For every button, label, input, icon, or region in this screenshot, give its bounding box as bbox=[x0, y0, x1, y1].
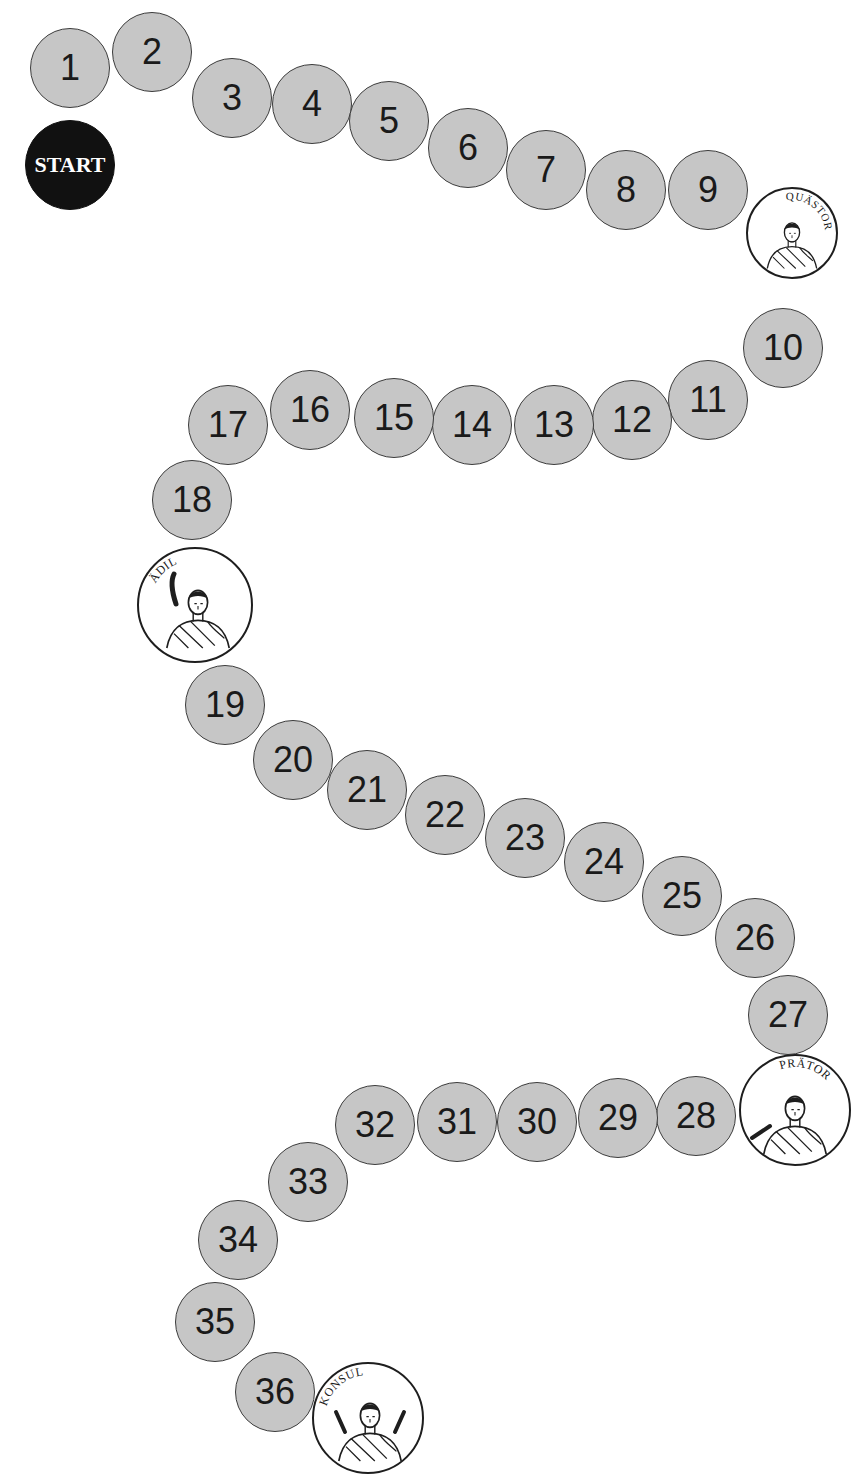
field-number: 18 bbox=[172, 482, 212, 518]
emblem-ground bbox=[739, 1054, 851, 1166]
field-number: 7 bbox=[536, 152, 556, 188]
field-number: 10 bbox=[763, 330, 803, 366]
board-field: 31 bbox=[417, 1082, 497, 1162]
field-number: 25 bbox=[662, 878, 702, 914]
board-field: 30 bbox=[497, 1082, 577, 1162]
board-field: 11 bbox=[668, 360, 748, 440]
field-number: 28 bbox=[676, 1098, 716, 1134]
board-field: 12 bbox=[592, 380, 672, 460]
office-title: ÄDIL bbox=[146, 554, 179, 586]
field-number: 24 bbox=[584, 844, 624, 880]
field-number: 32 bbox=[355, 1107, 395, 1143]
board-field: 17 bbox=[188, 385, 268, 465]
praetor-figure bbox=[764, 1096, 826, 1154]
board-field: 6 bbox=[428, 108, 508, 188]
quaestor-figure bbox=[767, 223, 816, 269]
field-number: 36 bbox=[255, 1374, 295, 1410]
field-number: 5 bbox=[379, 103, 399, 139]
field-number: 12 bbox=[612, 402, 652, 438]
board-field: 3 bbox=[192, 58, 272, 138]
board-field: 10 bbox=[743, 308, 823, 388]
office-field: KONSUL bbox=[312, 1362, 424, 1474]
emblem-ground bbox=[746, 187, 838, 279]
office-title-arc: QUÄSTOR bbox=[746, 187, 838, 279]
raised-arms bbox=[336, 1412, 404, 1432]
field-number: 1 bbox=[60, 50, 80, 86]
field-number: 9 bbox=[698, 172, 718, 208]
office-title: KONSUL bbox=[316, 1364, 364, 1407]
board-field: 22 bbox=[405, 775, 485, 855]
field-number: 27 bbox=[768, 997, 808, 1033]
field-number: 15 bbox=[374, 400, 414, 436]
field-number: 23 bbox=[505, 820, 545, 856]
konsul-figure bbox=[339, 1403, 401, 1461]
raised-arm bbox=[172, 574, 176, 604]
field-number: 2 bbox=[142, 34, 162, 70]
field-number: 26 bbox=[735, 920, 775, 956]
board-field: 16 bbox=[270, 370, 350, 450]
field-number: 14 bbox=[452, 407, 492, 443]
board-field: 35 bbox=[175, 1282, 255, 1362]
office-field: ÄDIL bbox=[137, 547, 253, 663]
field-number: 21 bbox=[347, 772, 387, 808]
office-title: QUÄSTOR bbox=[786, 190, 835, 231]
board-field: 5 bbox=[349, 81, 429, 161]
emblem-ground bbox=[312, 1362, 424, 1474]
board-field: 9 bbox=[668, 150, 748, 230]
outstretched-arm bbox=[752, 1126, 770, 1138]
field-number: 19 bbox=[205, 687, 245, 723]
board-field: 36 bbox=[235, 1352, 315, 1432]
board-field: 13 bbox=[514, 385, 594, 465]
field-number: 17 bbox=[208, 407, 248, 443]
field-number: 30 bbox=[517, 1104, 557, 1140]
field-number: 34 bbox=[218, 1222, 258, 1258]
field-number: 35 bbox=[195, 1304, 235, 1340]
board-field: 4 bbox=[272, 64, 352, 144]
field-number: 11 bbox=[689, 382, 726, 418]
board-field: 18 bbox=[152, 460, 232, 540]
board-field: 27 bbox=[748, 975, 828, 1055]
field-number: 6 bbox=[458, 130, 478, 166]
office-title: PRÄTOR bbox=[778, 1056, 834, 1083]
board-field: 1 bbox=[30, 28, 110, 108]
field-number: 4 bbox=[302, 86, 322, 122]
field-number: 33 bbox=[288, 1164, 328, 1200]
board-field: 21 bbox=[327, 750, 407, 830]
board-field: 8 bbox=[586, 150, 666, 230]
board-field: 26 bbox=[715, 898, 795, 978]
field-number: 8 bbox=[616, 172, 636, 208]
board-field: 29 bbox=[578, 1078, 658, 1158]
field-number: 16 bbox=[290, 392, 330, 428]
field-number: 29 bbox=[598, 1100, 638, 1136]
office-field: PRÄTOR bbox=[739, 1054, 851, 1166]
board-field: 2 bbox=[112, 12, 192, 92]
board-field: 19 bbox=[185, 665, 265, 745]
office-title-arc: PRÄTOR bbox=[739, 1054, 851, 1166]
office-title-arc: ÄDIL bbox=[137, 547, 253, 663]
board-field: 28 bbox=[656, 1076, 736, 1156]
board-field: 24 bbox=[564, 822, 644, 902]
start-label: START bbox=[35, 154, 106, 176]
board-field: 15 bbox=[354, 378, 434, 458]
board-field: 32 bbox=[335, 1085, 415, 1165]
field-number: 20 bbox=[273, 742, 313, 778]
office-field: QUÄSTOR bbox=[746, 187, 838, 279]
field-number: 3 bbox=[222, 80, 242, 116]
field-number: 31 bbox=[437, 1104, 477, 1140]
field-number: 13 bbox=[534, 407, 574, 443]
start-field: START bbox=[25, 120, 115, 210]
board-field: 34 bbox=[198, 1200, 278, 1280]
field-number: 22 bbox=[425, 797, 465, 833]
office-title-arc: KONSUL bbox=[312, 1362, 424, 1474]
board-field: 20 bbox=[253, 720, 333, 800]
board-field: 7 bbox=[506, 130, 586, 210]
board-field: 23 bbox=[485, 798, 565, 878]
board-field: 33 bbox=[268, 1142, 348, 1222]
board-field: 14 bbox=[432, 385, 512, 465]
board-field: 25 bbox=[642, 856, 722, 936]
emblem-ground bbox=[137, 547, 253, 663]
